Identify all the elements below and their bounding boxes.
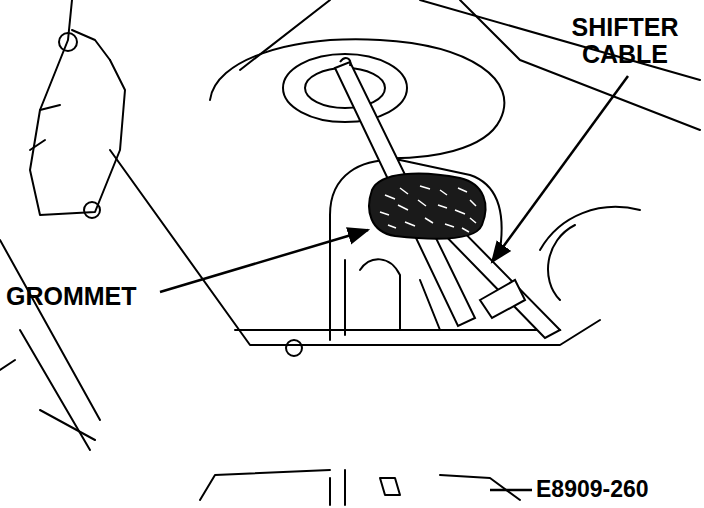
grommet [369,174,485,239]
leader-lines [160,76,628,490]
part-label-box: SHIFTER CABLE [550,14,700,68]
figure-number: E8909-260 [536,477,700,502]
figure-number-box: E8909-260 [536,477,700,502]
part-label: GROMMET [6,283,166,310]
part-label: SHIFTER CABLE [550,14,700,68]
part-label-box: GROMMET [6,283,166,310]
